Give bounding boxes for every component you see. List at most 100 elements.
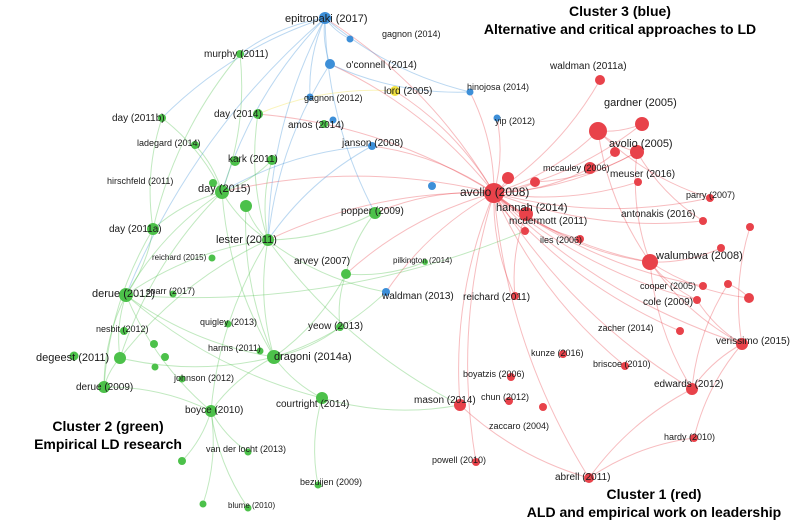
node-quigley[interactable] bbox=[224, 320, 232, 328]
node-cooper[interactable] bbox=[699, 282, 707, 290]
network-edge bbox=[493, 192, 651, 263]
network-edge bbox=[273, 291, 387, 358]
node-degeest[interactable] bbox=[114, 352, 126, 364]
node-janson[interactable] bbox=[368, 142, 376, 150]
node-green_u4[interactable] bbox=[150, 340, 158, 348]
node-day2011a[interactable] bbox=[147, 223, 159, 235]
node-popper[interactable] bbox=[369, 207, 381, 219]
node-derue2009[interactable] bbox=[98, 381, 110, 393]
node-abrell[interactable] bbox=[584, 473, 594, 483]
node-yeow[interactable] bbox=[336, 323, 344, 331]
node-red_u6[interactable] bbox=[744, 293, 754, 303]
node-derue2012[interactable] bbox=[119, 288, 133, 302]
node-murphy[interactable] bbox=[236, 50, 244, 58]
network-edge bbox=[210, 410, 249, 509]
node-oconnell[interactable] bbox=[325, 59, 335, 69]
node-lord[interactable] bbox=[390, 86, 400, 96]
node-label-boyatzis: boyatzis (2006) bbox=[463, 369, 525, 379]
node-green_u6[interactable] bbox=[151, 363, 159, 371]
node-hannah[interactable] bbox=[519, 207, 533, 221]
cluster-2-subtitle: Empirical LD research bbox=[34, 435, 182, 452]
node-blume[interactable] bbox=[244, 504, 252, 512]
node-epitropaki[interactable] bbox=[319, 12, 331, 24]
node-ladegard[interactable] bbox=[191, 141, 199, 149]
node-blue_u2[interactable] bbox=[428, 182, 436, 190]
node-red_u5[interactable] bbox=[746, 223, 754, 231]
node-mcdermott[interactable] bbox=[521, 227, 529, 235]
node-label-yeow: yeow (2013) bbox=[308, 321, 363, 332]
network-edge bbox=[125, 294, 212, 412]
node-green_u8[interactable] bbox=[199, 500, 207, 508]
node-edwards[interactable] bbox=[686, 383, 698, 395]
node-hinojosa[interactable] bbox=[466, 88, 474, 96]
node-vanderlocht[interactable] bbox=[244, 448, 252, 456]
node-mason[interactable] bbox=[454, 399, 466, 411]
node-sparr[interactable] bbox=[169, 290, 177, 298]
node-amos[interactable] bbox=[320, 120, 328, 128]
node-red_u1[interactable] bbox=[502, 172, 514, 184]
node-parry[interactable] bbox=[706, 194, 714, 202]
node-green_u7[interactable] bbox=[178, 457, 186, 465]
node-yip[interactable] bbox=[493, 114, 501, 122]
node-dragoni[interactable] bbox=[267, 350, 281, 364]
node-red_u4[interactable] bbox=[635, 117, 649, 131]
node-day2011b[interactable] bbox=[158, 114, 166, 122]
network-edge bbox=[493, 192, 590, 479]
node-briscoe[interactable] bbox=[621, 362, 629, 370]
network-edge bbox=[119, 191, 223, 359]
node-gardner[interactable] bbox=[589, 122, 607, 140]
node-waldman2011a[interactable] bbox=[595, 75, 605, 85]
node-hirschfeld[interactable] bbox=[209, 179, 217, 187]
node-zaccaro[interactable] bbox=[539, 403, 547, 411]
node-iles[interactable] bbox=[576, 235, 584, 243]
node-green_u2[interactable] bbox=[240, 200, 252, 212]
node-reichard2015[interactable] bbox=[208, 254, 216, 262]
node-courtright[interactable] bbox=[316, 392, 328, 404]
network-edge bbox=[371, 145, 495, 194]
node-waldman2013[interactable] bbox=[382, 288, 390, 296]
network-edge bbox=[119, 239, 269, 359]
node-zacher[interactable] bbox=[676, 327, 684, 335]
node-boyce[interactable] bbox=[205, 405, 217, 417]
node-gagnon2014[interactable] bbox=[346, 35, 354, 43]
node-red_u2[interactable] bbox=[584, 162, 596, 174]
node-red_u8[interactable] bbox=[724, 280, 732, 288]
node-blue_u1[interactable] bbox=[329, 116, 337, 124]
node-johnson[interactable] bbox=[178, 375, 186, 383]
node-boyatzis[interactable] bbox=[507, 373, 515, 381]
node-avolio2008[interactable] bbox=[484, 183, 504, 203]
node-cole[interactable] bbox=[693, 296, 701, 304]
node-pilkington[interactable] bbox=[422, 259, 428, 265]
network-edge bbox=[103, 294, 127, 388]
node-day2015[interactable] bbox=[215, 185, 229, 199]
node-mccauley[interactable] bbox=[530, 177, 540, 187]
node-nesbit[interactable] bbox=[120, 327, 128, 335]
node-red_u3[interactable] bbox=[610, 147, 620, 157]
node-kunze[interactable] bbox=[559, 350, 567, 358]
network-edge bbox=[458, 192, 495, 406]
node-antonakis[interactable] bbox=[699, 217, 707, 225]
node-powell[interactable] bbox=[472, 458, 480, 466]
node-avolio2005[interactable] bbox=[630, 145, 644, 159]
node-reichard2011[interactable] bbox=[511, 292, 519, 300]
node-kark[interactable] bbox=[267, 155, 277, 165]
node-walumbwa[interactable] bbox=[642, 254, 658, 270]
node-hardy[interactable] bbox=[690, 434, 698, 442]
node-arvey[interactable] bbox=[341, 269, 351, 279]
node-label-harms: harms (2011) bbox=[208, 343, 261, 353]
node-bezuijen[interactable] bbox=[314, 481, 322, 489]
node-lester[interactable] bbox=[262, 234, 274, 246]
node-green_u1[interactable] bbox=[230, 156, 240, 166]
network-edge bbox=[394, 90, 495, 194]
node-verissimo[interactable] bbox=[736, 338, 748, 350]
node-day2014[interactable] bbox=[253, 109, 263, 119]
node-red_u7[interactable] bbox=[717, 244, 725, 252]
network-edge bbox=[636, 151, 704, 222]
node-harms[interactable] bbox=[256, 347, 264, 355]
node-meuser[interactable] bbox=[634, 178, 642, 186]
node-chun[interactable] bbox=[505, 397, 513, 405]
node-gagnon2012[interactable] bbox=[306, 93, 314, 101]
node-green_u3[interactable] bbox=[69, 351, 79, 361]
node-green_u5[interactable] bbox=[161, 353, 169, 361]
